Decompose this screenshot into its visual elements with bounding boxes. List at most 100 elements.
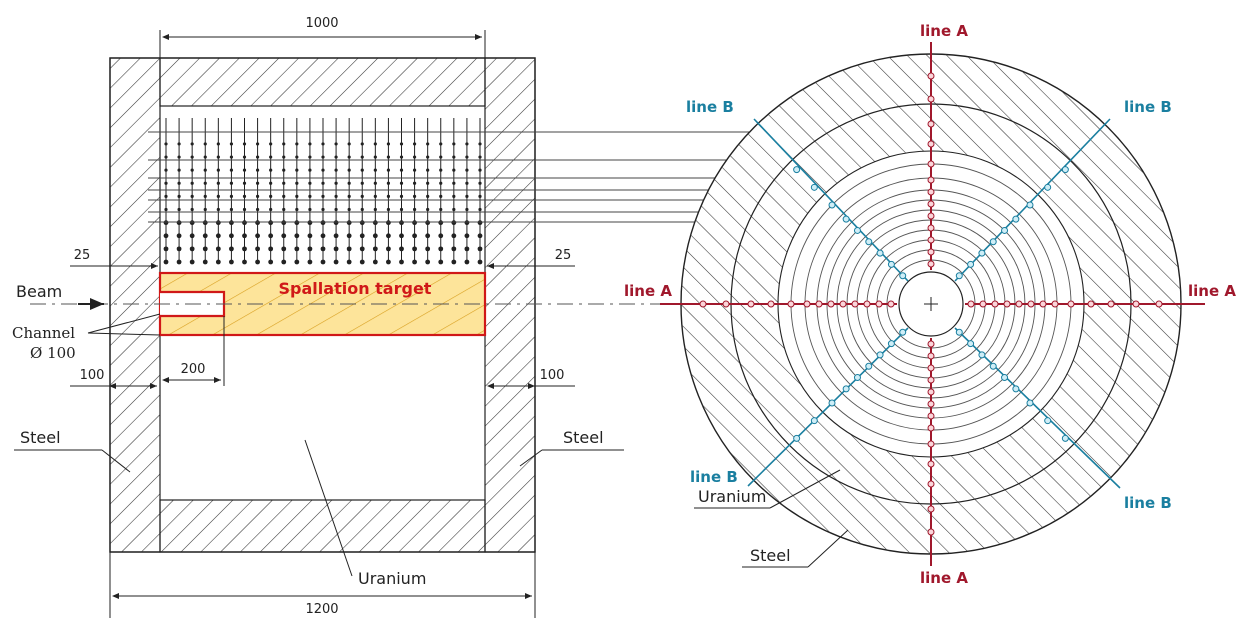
line-a-point: [803, 300, 811, 308]
grid-node: [216, 168, 220, 172]
steel-leader-right: [519, 449, 543, 467]
grid-node: [321, 207, 325, 212]
uranium-label-left: Uranium: [358, 569, 426, 588]
line-a-point: [1015, 300, 1023, 308]
line-b-bottom-left-label: line B: [690, 468, 738, 486]
grid-node: [176, 246, 182, 252]
line-b-point: [1012, 215, 1020, 223]
line-a-point: [1107, 300, 1115, 308]
line-a-point: [927, 160, 935, 168]
grid-node: [281, 246, 287, 252]
grid-node: [229, 233, 234, 239]
grid-node: [372, 246, 378, 252]
grid-node: [229, 194, 234, 198]
line-a-point: [851, 300, 859, 308]
grid-node: [478, 168, 482, 172]
grid-node: [308, 155, 312, 159]
line-b-point: [955, 328, 963, 336]
grid-node: [346, 259, 352, 265]
grid-node: [216, 181, 220, 185]
grid-node: [294, 259, 300, 265]
steel-wall-left: [109, 57, 161, 553]
grid-node: [386, 233, 391, 239]
grid-node: [399, 233, 404, 239]
grid-node: [372, 220, 378, 226]
grid-node: [216, 207, 220, 212]
line-a-point: [927, 188, 935, 196]
grid-node: [164, 155, 168, 159]
grid-node: [269, 207, 273, 212]
grid-node: [333, 233, 339, 239]
grid-node: [465, 194, 469, 198]
grid-node: [333, 259, 339, 265]
uranium-leader-left: [304, 439, 353, 577]
line-b-point: [967, 340, 975, 348]
grid-node: [321, 168, 325, 172]
line-b-point: [1044, 417, 1052, 425]
line-a-point: [1067, 300, 1075, 308]
grid-node: [229, 259, 234, 265]
grid-node: [399, 246, 404, 252]
line-a-point: [1003, 300, 1011, 308]
line-a-point: [887, 300, 895, 308]
line-a-point: [1155, 300, 1163, 308]
grid-node: [425, 246, 431, 252]
dim-1200: 1200: [305, 602, 338, 617]
line-b-point: [1061, 434, 1069, 442]
grid-node: [320, 246, 326, 252]
line-b-point: [853, 374, 861, 382]
line-a-point: [863, 300, 871, 308]
grid-node: [269, 168, 273, 172]
grid-node: [176, 220, 182, 226]
steel-leader-right-view: [807, 529, 849, 568]
measurement-points: [699, 72, 1163, 536]
line-b-point: [842, 385, 850, 393]
line-b-point: [1061, 166, 1069, 174]
line-b-bottom-right-label: line B: [1124, 494, 1172, 512]
line-b-point: [793, 166, 801, 174]
grid-node: [334, 168, 338, 172]
line-b-point: [967, 260, 975, 268]
grid-node: [346, 246, 352, 252]
grid-node: [242, 246, 247, 252]
grid-node: [425, 233, 431, 239]
right-cross-section: line A line A line A line A line B line …: [624, 22, 1236, 587]
grid-node: [203, 207, 207, 212]
line-a-point: [927, 352, 935, 360]
line-a-point: [927, 440, 935, 448]
grid-node: [412, 142, 417, 146]
grid-node: [229, 181, 234, 185]
grid-node: [255, 259, 260, 265]
dim-100-left: 100: [80, 368, 105, 383]
line-a-point: [767, 300, 775, 308]
grid-node: [478, 207, 482, 212]
grid-node: [425, 220, 431, 226]
grid-node: [202, 259, 208, 265]
line-b-top-left-label: line B: [686, 98, 734, 116]
grid-node: [464, 246, 470, 252]
grid-node: [360, 168, 364, 172]
line-a-point: [927, 260, 935, 268]
grid-node: [412, 168, 417, 172]
grid-node: [177, 168, 181, 172]
grid-node: [412, 259, 417, 265]
grid-node: [347, 168, 351, 172]
grid-node: [307, 220, 313, 226]
grid-node: [477, 246, 483, 252]
grid-node: [346, 220, 352, 226]
grid-node: [216, 194, 220, 198]
grid-node: [452, 181, 456, 185]
grid-node: [189, 259, 195, 265]
grid-node: [215, 220, 221, 226]
line-a-point: [1039, 300, 1047, 308]
line-a-point: [927, 364, 935, 372]
beam-label: Beam: [16, 282, 62, 301]
grid-node: [163, 246, 169, 252]
line-a-point: [927, 400, 935, 408]
grid-node: [412, 220, 417, 226]
grid-node: [412, 181, 417, 185]
steel-leader-left: [101, 449, 131, 473]
line-b-point: [1001, 374, 1009, 382]
dim-200: 200: [181, 362, 206, 377]
grid-node: [295, 168, 299, 172]
